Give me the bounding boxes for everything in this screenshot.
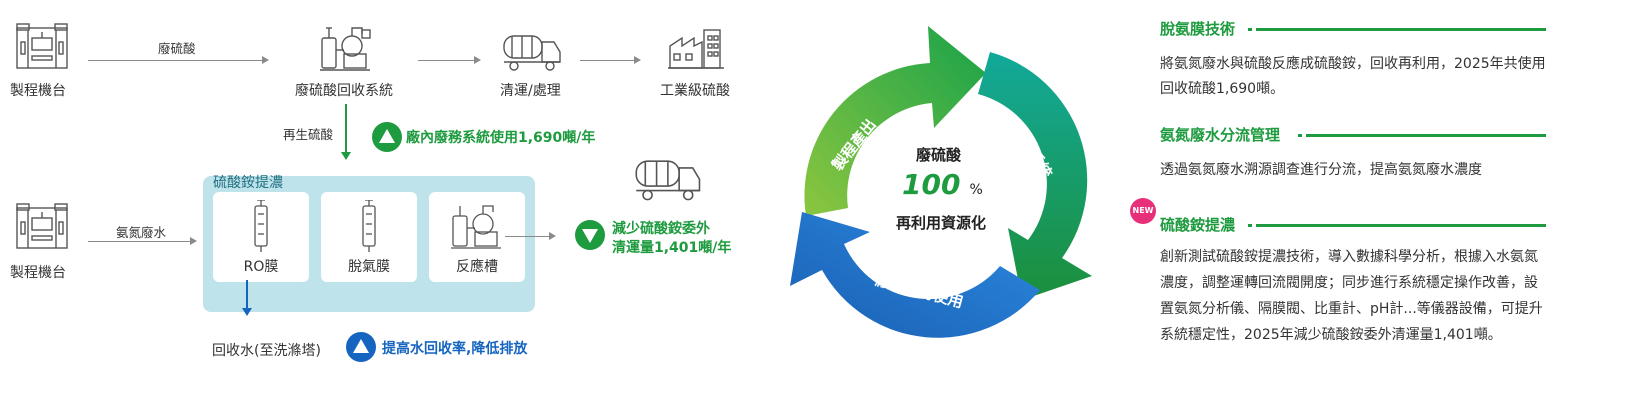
industrial-acid-label: 工業級硫酸 <box>660 83 730 99</box>
plant-use-note: 廠內廢務系統使用1,690噸/年 <box>406 130 596 146</box>
waste-acid-flow-label: 廢硫酸 <box>158 41 196 56</box>
transport-label: 清運/處理 <box>500 83 561 99</box>
regen-acid-arrow <box>345 104 347 154</box>
unit-ro-membrane: RO膜 <box>213 192 309 282</box>
section-divider <box>1248 28 1546 31</box>
recycled-water-arrow <box>246 280 248 310</box>
machine-top-label: 製程機台 <box>10 83 66 99</box>
unit-label: 反應槽 <box>456 259 498 275</box>
ammonium-sulfate-concentration-box: 硫酸銨提濃 RO膜 脫氣膜 <box>203 175 535 312</box>
unit-degassing-membrane: 脫氣膜 <box>321 192 417 282</box>
tanker-truck-icon <box>503 35 561 71</box>
recovery-system-icon <box>320 27 371 71</box>
cycle-center-value: 100 <box>902 168 961 201</box>
factory-icon <box>668 29 724 69</box>
unit-label: RO膜 <box>243 259 279 275</box>
cycle-arrows: 製程產出 回收系統 廠區內再使用 <box>790 26 1092 338</box>
tanker-truck-icon-bottom <box>635 160 701 201</box>
section-divider <box>1248 224 1546 227</box>
cycle-center-bottom: 再利用資源化 <box>896 214 987 232</box>
reaction-tank-icon <box>451 205 501 249</box>
conc-box-title: 硫酸銨提濃 <box>213 175 283 191</box>
water-note: 提高水回收率,降低排放 <box>382 341 528 357</box>
degassing-membrane-icon <box>362 200 376 252</box>
section-title-deamination: 脫氨膜技術 <box>1160 20 1236 38</box>
reduction-note-line1: 減少硫酸銨委外 <box>612 221 710 237</box>
cycle-segment-teal <box>978 52 1092 300</box>
ro-membrane-icon <box>254 200 268 252</box>
recovery-system-label: 廢硫酸回收系統 <box>295 83 393 99</box>
ammonia-water-label: 氨氮廢水 <box>116 225 167 240</box>
regen-acid-label: 再生硫酸 <box>283 127 334 142</box>
increase-badge-icon <box>372 122 402 152</box>
recycled-water-arrowhead <box>242 308 252 316</box>
process-machine-icon-bottom <box>16 203 68 249</box>
flow-arrowhead-2 <box>474 56 481 64</box>
flow-arrow-2 <box>418 60 476 61</box>
water-increase-badge-icon <box>346 332 376 362</box>
machine-bottom-label: 製程機台 <box>10 265 66 281</box>
flow-arrow-5 <box>505 236 551 237</box>
new-badge: NEW <box>1130 198 1156 224</box>
flow-arrowhead-4 <box>190 237 197 245</box>
section-text-diversion: 透過氨氮廢水溯源調查進行分流，提高氨氮廢水濃度 <box>1160 162 1482 178</box>
flow-arrow-4 <box>88 241 192 242</box>
decrease-badge-icon <box>575 220 605 250</box>
unit-label: 脫氣膜 <box>348 259 390 275</box>
flow-arrowhead-1 <box>262 56 269 64</box>
flow-arrowhead-3 <box>634 56 641 64</box>
flow-arrow-1 <box>88 60 264 61</box>
flow-arrowhead-5 <box>549 232 556 240</box>
regen-acid-arrowhead <box>341 152 351 160</box>
unit-reaction-tank: 反應槽 <box>429 192 525 282</box>
section-text-deamination: 將氨氮廢水與硫酸反應成硫酸銨，回收再利用，2025年共使用回收硫酸1,690噸。 <box>1160 56 1546 97</box>
cycle-center-value-row: 100 % <box>902 168 983 201</box>
cycle-center-top: 廢硫酸 <box>916 146 962 164</box>
recycled-water-label: 回收水(至洗滌塔) <box>212 343 321 359</box>
process-machine-icon <box>16 23 68 69</box>
section-title-diversion: 氨氮廢水分流管理 <box>1160 126 1281 144</box>
reduction-note-line2: 清運量1,401噸/年 <box>612 240 732 256</box>
cycle-center-unit: % <box>969 182 983 198</box>
section-text-concentration: 創新測試硫酸銨提濃技術，導入數據科學分析，根據入水氨氮濃度，調整運轉回流閥開度；… <box>1160 249 1543 343</box>
section-title-concentration: 硫酸銨提濃 <box>1160 216 1236 234</box>
cycle-segment-green <box>804 26 986 216</box>
section-divider <box>1298 134 1546 137</box>
recycle-cycle-diagram: 製程產出 回收系統 廠區內再使用 廢硫酸 100 % 再利用資源化 <box>778 8 1098 378</box>
flow-arrow-3 <box>580 60 636 61</box>
cycle-segment-blue <box>790 212 1040 338</box>
